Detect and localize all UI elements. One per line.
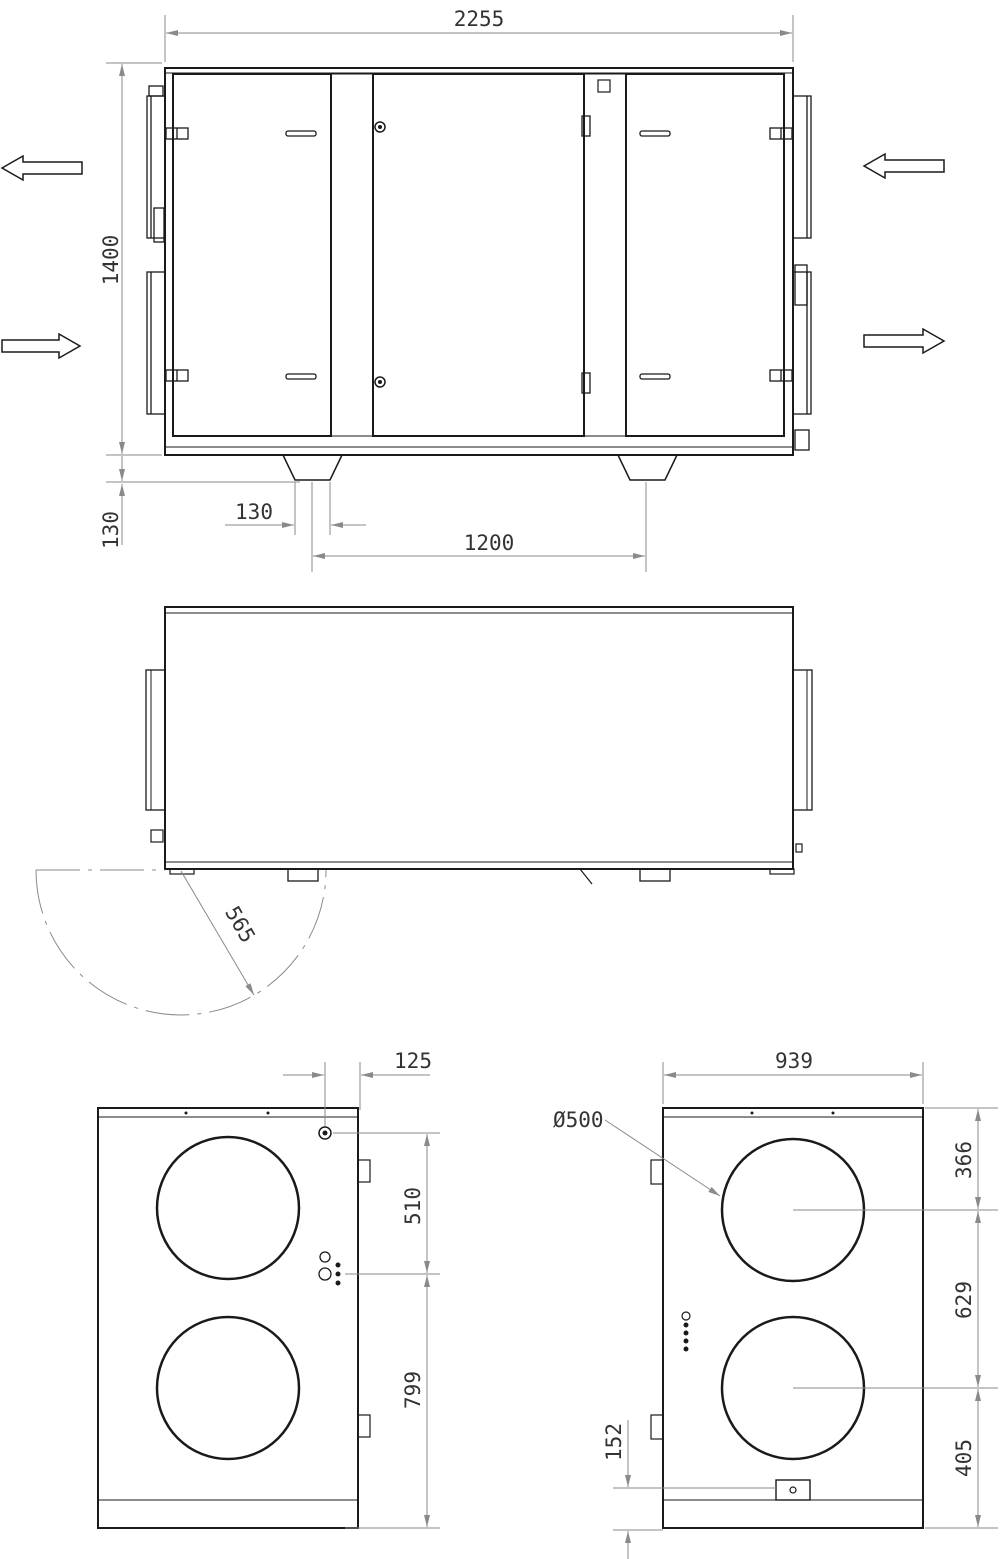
side-panel-left	[97, 1107, 359, 1529]
front-dimensions: 2255 1400 130 130 1200	[99, 7, 794, 572]
dim-foot-spacing: 1200	[464, 531, 515, 555]
dim-depth: 939	[775, 1049, 813, 1073]
access-panel-left	[172, 73, 332, 437]
center-post-left	[330, 73, 374, 437]
side-left-dimensions: 125 510 799	[283, 1049, 440, 1529]
dim-foot-height: 130	[99, 511, 123, 549]
side-right-dimensions: 939 Ø500 366 629 405 152	[553, 1049, 998, 1559]
airflow-arrows	[0, 152, 946, 360]
support-foot-left	[282, 454, 343, 481]
cable-glands-left	[335, 1262, 341, 1286]
duct-opening-upper-left	[155, 1135, 301, 1281]
side-panel-right	[662, 1107, 924, 1529]
panel-lock-bottom	[374, 376, 386, 388]
indicator-square	[597, 79, 611, 93]
support-foot-right	[617, 454, 678, 481]
dim-spigot-bottom-left: 799	[401, 1371, 425, 1409]
arrow-intake-left	[1, 332, 82, 360]
arrow-exhaust-right	[863, 327, 946, 355]
service-port	[318, 1126, 332, 1140]
duct-spigots-right	[792, 95, 812, 451]
dim-duct-diameter: Ø500	[553, 1108, 604, 1132]
panel-lock-top	[374, 121, 386, 133]
access-panel-right	[625, 73, 785, 437]
cable-glands-right	[683, 1322, 689, 1352]
dim-height: 1400	[99, 235, 123, 286]
door-swing: 565	[35, 869, 327, 1016]
dim-drain-height: 152	[602, 1423, 626, 1461]
arrow-exhaust-left	[0, 154, 83, 182]
unit-top	[164, 606, 794, 870]
dim-spigot-spacing-left: 510	[401, 1187, 425, 1225]
side-view-left	[97, 1107, 371, 1529]
dim-spigot-top-right: 366	[952, 1141, 976, 1179]
dim-spigot-bottom-right: 405	[952, 1439, 976, 1477]
dim-spigot-spacing-right: 629	[952, 1281, 976, 1319]
panel-hinges	[165, 115, 793, 394]
duct-spigots-left	[146, 85, 166, 415]
unit-casing	[164, 67, 794, 456]
panel-handles	[285, 130, 671, 380]
duct-opening-lower-left	[155, 1315, 301, 1461]
access-panel-middle	[372, 73, 585, 437]
side-view-right	[650, 1107, 924, 1529]
dim-width: 2255	[454, 7, 505, 31]
front-view	[146, 67, 812, 481]
drain-connection	[775, 1479, 811, 1501]
dim-foot-width: 130	[235, 500, 273, 524]
dim-spigot-offset: 125	[394, 1049, 432, 1073]
arrow-intake-right	[862, 152, 945, 180]
dim-door-swing: 565	[220, 902, 260, 947]
top-view	[145, 606, 813, 885]
